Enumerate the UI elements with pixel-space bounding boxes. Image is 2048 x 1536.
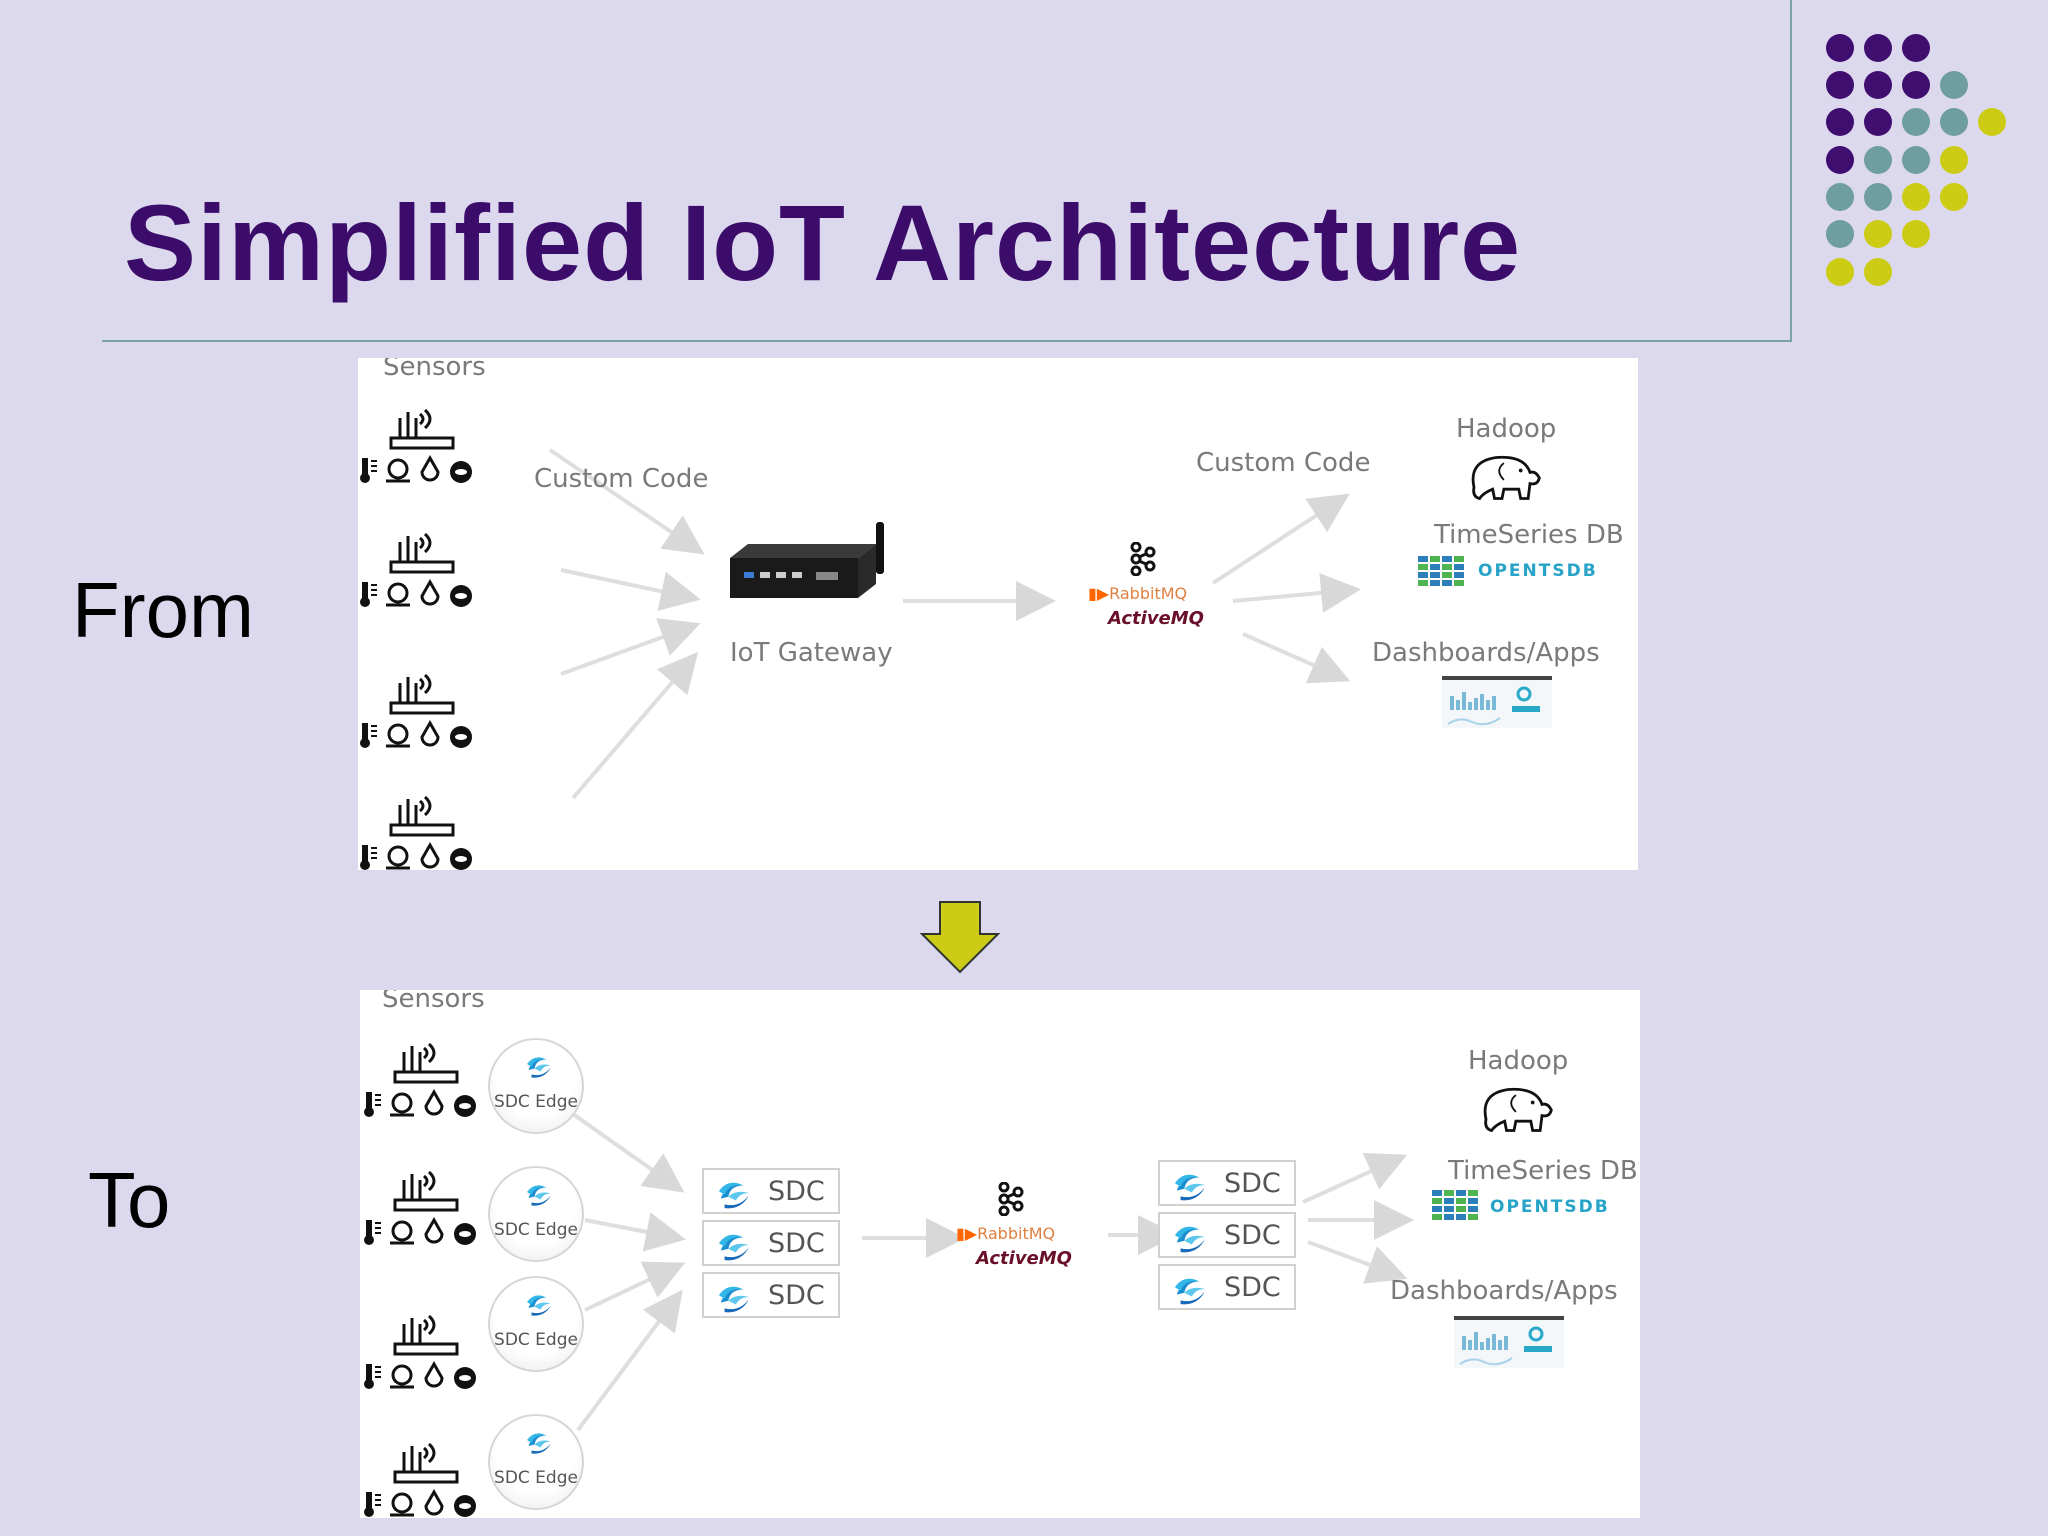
- sdc-label: SDC: [1224, 1220, 1281, 1251]
- message-broker: ▮▶RabbitMQ ActiveMQ: [1088, 542, 1218, 642]
- opentsdb-logo-icon: [1418, 556, 1466, 588]
- sdc-label: SDC: [768, 1280, 825, 1311]
- tsdb-label: TimeSeries DB: [1434, 520, 1624, 550]
- sdc-label: SDC: [1224, 1168, 1281, 1199]
- rabbitmq-logo: ▮▶RabbitMQ: [1088, 584, 1188, 603]
- sdc-logo-icon: [710, 1280, 758, 1314]
- gateway-device-icon: [730, 522, 884, 598]
- slide-title: Simplified IoT Architecture: [124, 182, 1522, 303]
- sdc-logo-icon: [1166, 1272, 1214, 1306]
- dashboards-label: Dashboards/Apps: [1372, 638, 1600, 668]
- sdc-edge-label: SDC Edge: [494, 1220, 578, 1240]
- message-broker: ▮▶RabbitMQ ActiveMQ: [956, 1182, 1086, 1282]
- opentsdb-wordmark: OPENTSDB: [1478, 561, 1598, 581]
- sensor-router-icon: [358, 671, 508, 751]
- custom-code-left-label: Custom Code: [534, 464, 709, 494]
- sensors-label: Sensors: [382, 990, 485, 1014]
- sensor-router-icon: [358, 793, 508, 870]
- sdc-node: SDC: [1158, 1264, 1296, 1310]
- sdc-logo-icon: [1166, 1220, 1214, 1254]
- dashboards-label: Dashboards/Apps: [1390, 1276, 1618, 1306]
- sdc-logo-icon: [524, 1052, 554, 1079]
- sdc-node: SDC: [702, 1168, 840, 1214]
- sdc-edge-node: SDC Edge: [488, 1414, 584, 1510]
- from-diagram: Sensors Custom Code IoT Gateway ▮▶Rabbit…: [358, 358, 1638, 870]
- activemq-logo: ActiveMQ: [976, 1248, 1072, 1269]
- opentsdb-logo-icon: [1432, 1190, 1480, 1222]
- tsdb-label: TimeSeries DB: [1448, 1156, 1638, 1186]
- sdc-label: SDC: [1224, 1272, 1281, 1303]
- sdc-node: SDC: [1158, 1212, 1296, 1258]
- sdc-logo-icon: [524, 1290, 554, 1317]
- rabbitmq-logo: ▮▶RabbitMQ: [956, 1224, 1056, 1243]
- hadoop-elephant-icon: [1454, 450, 1550, 506]
- hadoop-label: Hadoop: [1468, 1046, 1569, 1076]
- sensor-router-icon: [358, 530, 508, 610]
- sdc-node: SDC: [1158, 1160, 1296, 1206]
- to-diagram: Sensors SDC Edge SDC Edge SDC Edge SDC E…: [360, 990, 1640, 1518]
- dashboard-thumbnail-icon: [1442, 676, 1552, 728]
- hadoop-label: Hadoop: [1456, 414, 1557, 444]
- kafka-icon: [1124, 542, 1158, 576]
- from-arrows: [548, 448, 1361, 800]
- custom-code-right-label: Custom Code: [1196, 448, 1371, 478]
- sdc-edge-node: SDC Edge: [488, 1038, 584, 1134]
- to-arrows: [568, 1110, 1414, 1432]
- sdc-label: SDC: [768, 1228, 825, 1259]
- from-label: From: [72, 566, 254, 654]
- sdc-edge-label: SDC Edge: [494, 1092, 578, 1112]
- sdc-edge-node: SDC Edge: [488, 1276, 584, 1372]
- sdc-node: SDC: [702, 1272, 840, 1318]
- dashboard-thumbnail-icon: [1454, 1316, 1564, 1368]
- to-label: To: [88, 1156, 171, 1244]
- sdc-logo-icon: [1166, 1168, 1214, 1202]
- sdc-edge-label: SDC Edge: [494, 1468, 578, 1488]
- sdc-logo-icon: [524, 1180, 554, 1207]
- gateway-label: IoT Gateway: [730, 638, 893, 668]
- sdc-node: SDC: [702, 1220, 840, 1266]
- down-arrow-icon: [919, 901, 1001, 974]
- sdc-edge-node: SDC Edge: [488, 1166, 584, 1262]
- opentsdb-wordmark: OPENTSDB: [1490, 1197, 1610, 1217]
- activemq-logo: ActiveMQ: [1108, 608, 1204, 629]
- sensors-label: Sensors: [383, 358, 486, 382]
- title-vertical-divider: [1790, 0, 1792, 342]
- hadoop-elephant-icon: [1466, 1082, 1562, 1138]
- sdc-logo-icon: [710, 1228, 758, 1262]
- sdc-edge-label: SDC Edge: [494, 1330, 578, 1350]
- sdc-logo-icon: [524, 1428, 554, 1455]
- sdc-logo-icon: [710, 1176, 758, 1210]
- kafka-icon: [992, 1182, 1026, 1216]
- sensor-router-icon: [358, 406, 508, 486]
- sdc-label: SDC: [768, 1176, 825, 1207]
- title-divider: [102, 340, 1792, 342]
